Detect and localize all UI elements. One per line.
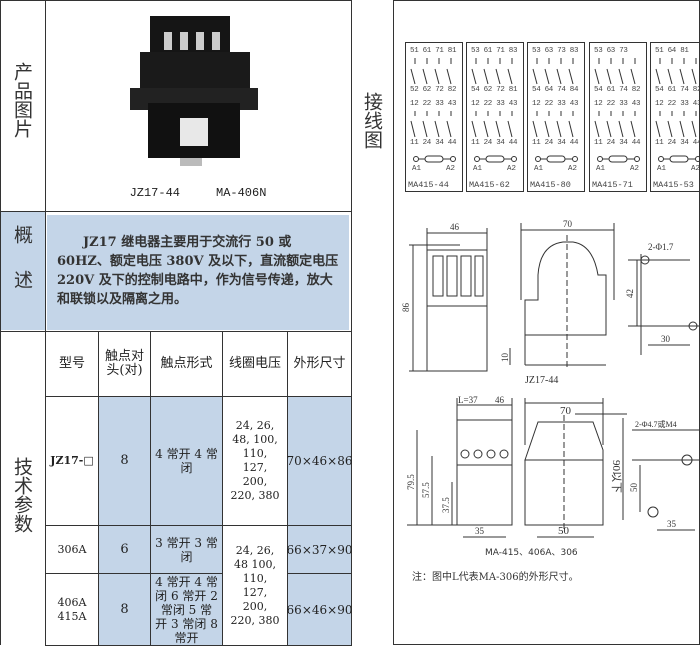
dim-37-5: 37.5 [441,497,451,513]
wiring-model-name: MA415-62 [469,180,510,190]
label-overview: 概述 [8,225,36,315]
dim-46: 46 [450,222,460,232]
dim-57-5: 57.5 [421,482,431,498]
product-photo [130,8,270,168]
row3-pairs: 8 [98,573,151,646]
wiring-model-name: MA415-71 [592,180,633,190]
row3-size: 66×46×90 [287,573,352,646]
dim-35-hole: 35 [667,519,677,529]
terminal-a2: A2 [446,165,455,173]
row3-model: 406A 415A [45,573,99,646]
dim-l37: L=37 [458,395,478,405]
dim-hole-b: 2-Φ4.7或M4 [635,419,677,429]
wiring-model-name: MA415-53 [653,180,694,190]
label-wiring: 接线图 [358,70,386,170]
dim-79-5: 79.5 [406,474,416,490]
label-tech-params: 技术参数 [8,440,36,550]
terminal-a2: A2 [691,165,700,173]
dim-70b: 70 [560,405,572,417]
terminal-a2: A2 [630,165,639,173]
header-form: 触点形式 [150,331,223,397]
row2-model: 306A [45,525,99,574]
drawing2-caption: MA-415、406A、306 [485,548,578,558]
row3-form: 4 常开 4 常闭 6 常开 2 常闭 5 常开 3 常闭 8 常开 [150,573,223,646]
dim-35: 35 [475,526,485,536]
dim-50-hole: 50 [629,483,639,493]
row2-pairs: 6 [98,525,151,574]
terminal-a1: A1 [657,165,666,173]
terminal-a1: A1 [534,165,543,173]
wiring-model-name: MA415-80 [530,180,571,190]
divider [0,211,352,212]
dim-90: 90以下 [610,460,622,493]
dimension-drawing-ma415: L=37 46 70 79.5 57.5 37.5 35 50 90以下 2-Φ… [395,390,700,560]
row1-voltage: 24, 26, 48, 100, 110, 127, 200, 220, 380 [222,396,288,526]
overview-text: JZ17 继电器主要用于交流行 50 或 60HZ、额定电压 380V 及以下，… [47,215,349,330]
header-pairs: 触点对头(对) [98,331,151,397]
terminal-a1: A1 [596,165,605,173]
drawing1-caption: JZ17-44 [525,375,558,386]
label-product-image: 产品图片 [8,50,36,150]
product-caption: JZ17-44 MA-406N [45,186,351,200]
dim-50: 50 [558,525,570,537]
dimension-drawing-jz17: 46 70 86 10 2-Φ1.7 42 30 JZ17-44 [395,190,700,390]
wiring-model-name: MA415-44 [408,180,449,190]
row1-form: 4 常开 4 常闭 [150,396,223,526]
terminal-a2: A2 [507,165,516,173]
terminal-a2: A2 [568,165,577,173]
shared-voltage: 24, 26, 48 100, 110, 127, 200, 220, 380 [222,525,288,646]
dim-42: 42 [625,289,635,298]
dim-46b: 46 [495,395,505,405]
header-model: 型号 [45,331,99,397]
row1-pairs: 8 [98,396,151,526]
dim-10: 10 [500,353,510,363]
note: 注：图中L代表MA-306的外形尺寸。 [412,568,579,583]
dim-30: 30 [661,334,671,344]
row2-size: 66×37×90 [287,525,352,574]
header-voltage: 线圈电压 [222,331,288,397]
row1-model: JZ17-□ [45,396,99,526]
row1-size: 70×46×86 [287,396,352,526]
row2-form: 3 常开 3 常闭 [150,525,223,574]
dim-70: 70 [563,219,573,229]
dim-hole: 2-Φ1.7 [648,242,674,252]
header-size: 外形尺寸 [287,331,352,397]
terminal-a1: A1 [473,165,482,173]
dim-86: 86 [401,303,411,313]
terminal-a1: A1 [412,165,421,173]
